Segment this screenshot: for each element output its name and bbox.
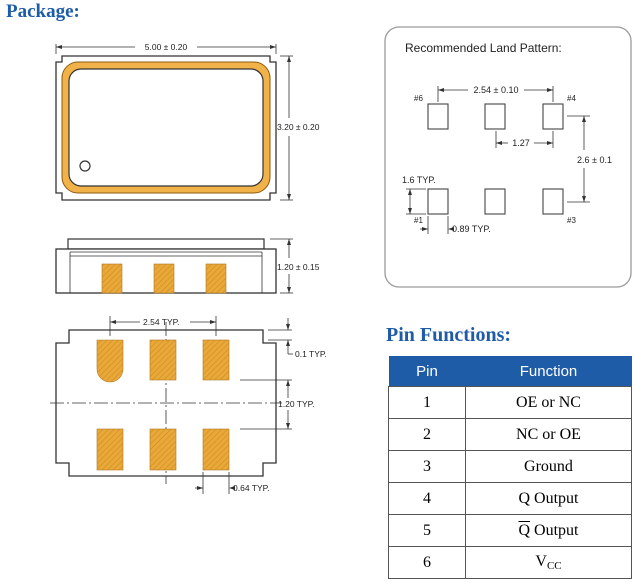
land-pin1-label: #1 xyxy=(414,216,423,225)
dim-bottom-row-gap: 1.20 TYP. xyxy=(278,399,315,409)
table-row: 6 VCC xyxy=(388,546,632,579)
land-pattern-panel: Recommended Land Pattern: #6 #4 #1 #3 2.… xyxy=(384,26,632,288)
pin-functions-heading: Pin Functions: xyxy=(386,324,512,346)
vcc-main-text: V xyxy=(535,553,547,570)
pin-number: 2 xyxy=(388,418,466,451)
table-row: 4 Q Output xyxy=(388,482,632,515)
land-row-spacing: 2.6 ± 0.1 xyxy=(577,155,612,165)
pin-function: Ground xyxy=(465,450,632,483)
pin-table-header-row: Pin Function xyxy=(388,356,632,387)
table-row: 2 NC or OE xyxy=(388,418,632,451)
land-pin3-label: #3 xyxy=(567,216,576,225)
land-pad-height: 1.6 TYP. xyxy=(402,175,436,185)
dim-bottom-gap: 0.1 TYP. xyxy=(295,349,327,359)
land-pad-width: 0.89 TYP. xyxy=(452,224,491,234)
q-bar-text: Q xyxy=(518,521,531,539)
dim-top-width: 5.00 ± 0.20 xyxy=(145,42,188,52)
pin-function: OE or NC xyxy=(465,386,632,419)
pin-column-header: Pin xyxy=(388,356,466,387)
pin-function: Q Output xyxy=(465,514,632,547)
bottom-view: 2.54 TYP. 0.1 TYP. 1.20 TYP. 0.64 TYP. xyxy=(50,316,327,494)
side-view: 1.20 ± 0.15 xyxy=(55,238,320,294)
dim-top-height: 3.20 ± 0.20 xyxy=(277,122,320,132)
table-row: 3 Ground xyxy=(388,450,632,483)
pin-number: 4 xyxy=(388,482,466,515)
pin-function: Q Output xyxy=(465,482,632,515)
pin-number: 3 xyxy=(388,450,466,483)
pin-number: 6 xyxy=(388,546,466,579)
function-column-header: Function xyxy=(465,356,632,387)
land-pattern-title: Recommended Land Pattern: xyxy=(405,41,562,55)
land-pitch: 2.54 ± 0.10 xyxy=(474,85,519,95)
table-row: 5 Q Output xyxy=(388,514,632,547)
land-pin4-label: #4 xyxy=(567,94,576,103)
land-half-pitch: 1.27 xyxy=(512,138,530,148)
vcc-subscript: CC xyxy=(546,560,562,572)
table-row: 1 OE or NC xyxy=(388,386,632,419)
top-view: 5.00 ± 0.20 3.20 ± 0.20 xyxy=(55,42,320,201)
pin-number: 1 xyxy=(388,386,466,419)
pin-functions-table: Pin Function 1 OE or NC 2 NC or OE 3 Gro… xyxy=(388,356,632,579)
dim-bottom-pad-width: 0.64 TYP. xyxy=(233,483,270,493)
output-text: Output xyxy=(530,521,579,539)
dim-bottom-pitch: 2.54 TYP. xyxy=(143,317,180,327)
pin-number: 5 xyxy=(388,514,466,547)
package-heading: Package: xyxy=(6,1,80,22)
package-drawing: 5.00 ± 0.20 3.20 ± 0.20 1.20 ± 0.15 xyxy=(50,42,327,494)
pin-function: NC or OE xyxy=(465,418,632,451)
land-pin6-label: #6 xyxy=(414,94,423,103)
pin-function: VCC xyxy=(465,546,632,579)
dim-side-height: 1.20 ± 0.15 xyxy=(277,262,320,272)
